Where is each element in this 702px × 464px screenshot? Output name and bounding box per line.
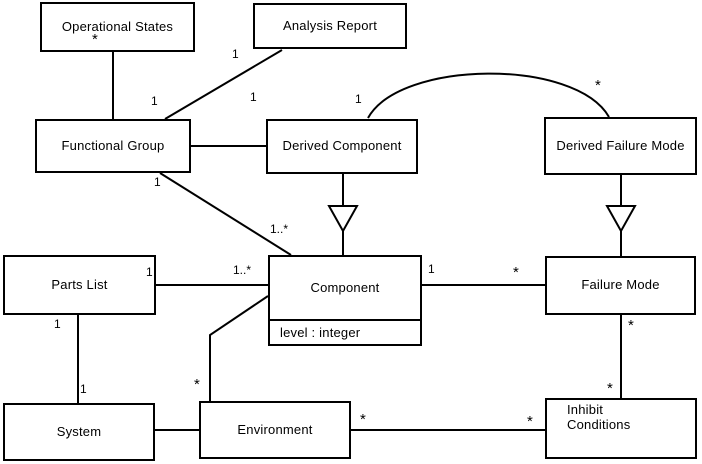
edge-component-environment	[209, 295, 269, 401]
multiplicity-label-functionalgroup-component: 1	[154, 175, 161, 189]
multiplicity-label-component-environment: *	[194, 376, 200, 393]
multiplicity-label-functionalgroup-component: 1..*	[270, 222, 289, 236]
class-name-operational-states: Operational States	[61, 18, 174, 34]
edge-functionalgroup-analysis	[164, 49, 283, 120]
class-name-derived-component: Derived Component	[282, 138, 402, 154]
generalization-triangle-derived-component	[327, 205, 359, 234]
class-name-functional-group: Functional Group	[61, 137, 165, 153]
class-box-parts-list[interactable]: Parts List	[3, 255, 156, 315]
multiplicity-label-component-failuremode: *	[513, 264, 519, 281]
multiplicity-label-partslist-system: 1	[54, 317, 61, 331]
multiplicity-label-opstates-functionalgroup: *	[92, 31, 98, 48]
multiplicity-label-derivedcomp-derivedfm: 1	[355, 92, 362, 106]
class-name-component: Component	[310, 279, 380, 295]
class-name-failure-mode: Failure Mode	[581, 277, 660, 293]
class-box-derived-component[interactable]: Derived Component	[266, 119, 418, 174]
class-box-functional-group[interactable]: Functional Group	[35, 119, 191, 173]
multiplicity-label-component-failuremode: 1	[428, 262, 435, 276]
generalization-triangle-derived-failure-mode	[605, 205, 637, 234]
class-box-failure-mode[interactable]: Failure Mode	[545, 256, 696, 315]
multiplicity-label-environment-inhibit: *	[527, 413, 533, 430]
multiplicity-label-functionalgroup-analysis: 1	[151, 94, 158, 108]
class-box-system[interactable]: System	[3, 403, 155, 461]
class-box-environment[interactable]: Environment	[199, 401, 351, 459]
class-box-derived-failure-mode[interactable]: Derived Failure Mode	[544, 117, 697, 175]
class-name-system: System	[56, 423, 102, 439]
class-box-operational-states[interactable]: Operational States	[40, 2, 195, 52]
class-box-inhibit-conditions[interactable]: Inhibit Conditions	[545, 398, 697, 459]
multiplicity-label-partslist-system: 1	[80, 382, 87, 396]
class-attribute: level : integer	[280, 325, 361, 340]
multiplicity-label-functionalgroup-derivedcomp: 1	[250, 90, 257, 104]
class-name-parts-list: Parts List	[51, 276, 108, 292]
class-box-component[interactable]: Component level : integer	[268, 255, 422, 346]
multiplicity-label-failuremode-inhibit: *	[628, 317, 634, 334]
multiplicity-label-derivedcomp-derivedfm: *	[595, 77, 601, 94]
multiplicity-label-failuremode-inhibit: *	[607, 380, 613, 397]
multiplicity-label-environment-inhibit: *	[360, 411, 366, 428]
multiplicity-label-partslist-component: 1..*	[233, 263, 252, 277]
class-name-analysis-report: Analysis Report	[282, 17, 378, 33]
multiplicity-label-partslist-component: 1	[146, 265, 153, 279]
class-name-derived-failure-mode: Derived Failure Mode	[556, 137, 685, 153]
edge-functionalgroup-component	[159, 172, 292, 256]
class-name-inhibit-conditions: Inhibit Conditions	[567, 402, 631, 432]
multiplicity-label-functionalgroup-analysis: 1	[232, 47, 239, 61]
class-name-environment: Environment	[237, 421, 313, 437]
edge-derivedcomp-derivedfm	[367, 72, 610, 119]
class-box-analysis-report[interactable]: Analysis Report	[253, 3, 407, 49]
class-attributes-component: level : integer	[270, 319, 420, 344]
